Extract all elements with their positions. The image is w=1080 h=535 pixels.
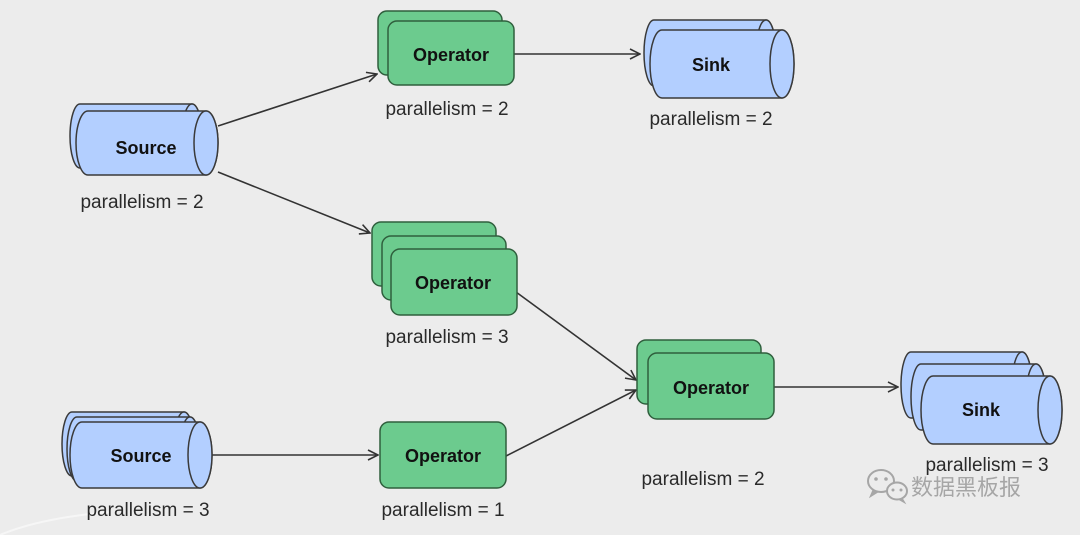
cylinder-shape — [649, 29, 795, 99]
cylinder-shape — [920, 375, 1063, 445]
cylinder-shape — [75, 110, 219, 176]
operator-a-label: Operator — [413, 45, 489, 65]
operator-d-parallelism: parallelism = 2 — [641, 469, 764, 490]
operator-node-d: Operator — [636, 339, 775, 420]
edge-operator-c-to-operator-d — [505, 390, 636, 457]
sink-b-label: Sink — [962, 400, 1001, 420]
watermark: 数据黑板报 — [867, 469, 1021, 505]
operator-d-label: Operator — [673, 378, 749, 398]
edge-source-top-to-operator-b — [217, 171, 370, 233]
sink-node-b: Sink — [900, 351, 1063, 445]
wechat-icon — [867, 469, 908, 505]
operator-c-parallelism: parallelism = 1 — [381, 500, 504, 521]
operator-node-a: Operator — [377, 10, 515, 86]
cylinder-shape — [69, 421, 213, 489]
sink-node-a: Sink — [643, 19, 795, 99]
operator-node-c: Operator — [379, 421, 507, 489]
sink-b-parallelism: parallelism = 3 — [925, 455, 1048, 476]
source-top-label: Source — [115, 138, 176, 158]
operator-instance-shape — [647, 352, 775, 420]
edges — [212, 54, 898, 456]
operator-instance-shape — [390, 248, 518, 316]
source-node-top: Source — [69, 103, 219, 176]
operator-c-label: Operator — [405, 446, 481, 466]
operator-instance-shape — [379, 421, 507, 489]
edge-operator-b-to-operator-d — [515, 291, 636, 380]
operator-b-parallelism: parallelism = 3 — [385, 327, 508, 348]
sink-a-parallelism: parallelism = 2 — [649, 109, 772, 130]
source-bottom-parallelism: parallelism = 3 — [86, 500, 209, 521]
edge-source-top-to-operator-a — [217, 74, 377, 127]
source-bottom-label: Source — [110, 446, 171, 466]
operator-b-label: Operator — [415, 273, 491, 293]
watermark-text: 数据黑板报 — [911, 476, 1021, 501]
operator-a-parallelism: parallelism = 2 — [385, 99, 508, 120]
decorative-arc — [0, 511, 111, 535]
sink-a-label: Sink — [692, 55, 731, 75]
source-node-bottom: Source — [61, 411, 213, 489]
source-top-parallelism: parallelism = 2 — [80, 192, 203, 213]
operator-instance-shape — [387, 20, 515, 86]
operator-node-b: Operator — [371, 221, 518, 316]
